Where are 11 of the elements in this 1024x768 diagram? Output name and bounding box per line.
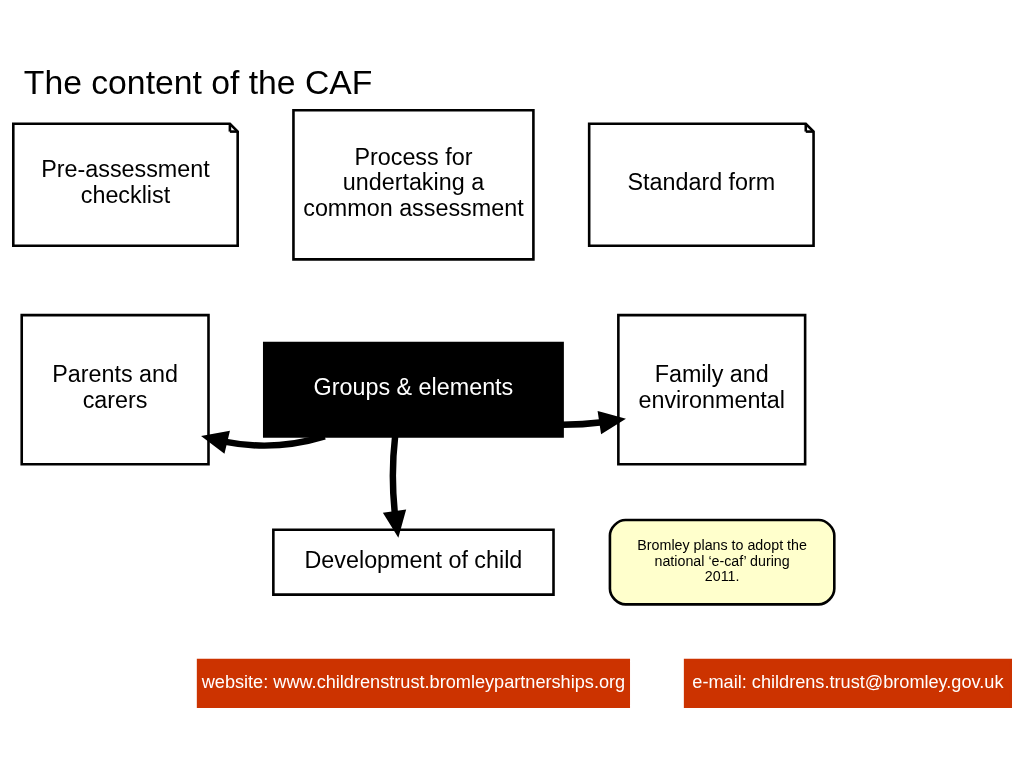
label: e-mail: childrens.trust@bromley.gov.uk xyxy=(692,671,1004,692)
diagram-title: The content of the CAF xyxy=(23,62,373,101)
node-box: Parents and carers xyxy=(20,313,210,466)
arrow xyxy=(562,410,626,434)
node-box: Bromley plans to adopt the national ‘e-caf’ during 2011. xyxy=(608,518,836,606)
node-box: Process for undertaking a common assessment xyxy=(292,108,535,261)
arrow xyxy=(382,435,407,538)
node-box: Development of child xyxy=(272,527,555,596)
label: website: www.childrenstrust.bromleypartnerships.org xyxy=(201,671,626,692)
node-box: Groups & elements xyxy=(262,341,564,438)
node-box: Family and environmental xyxy=(617,313,807,466)
